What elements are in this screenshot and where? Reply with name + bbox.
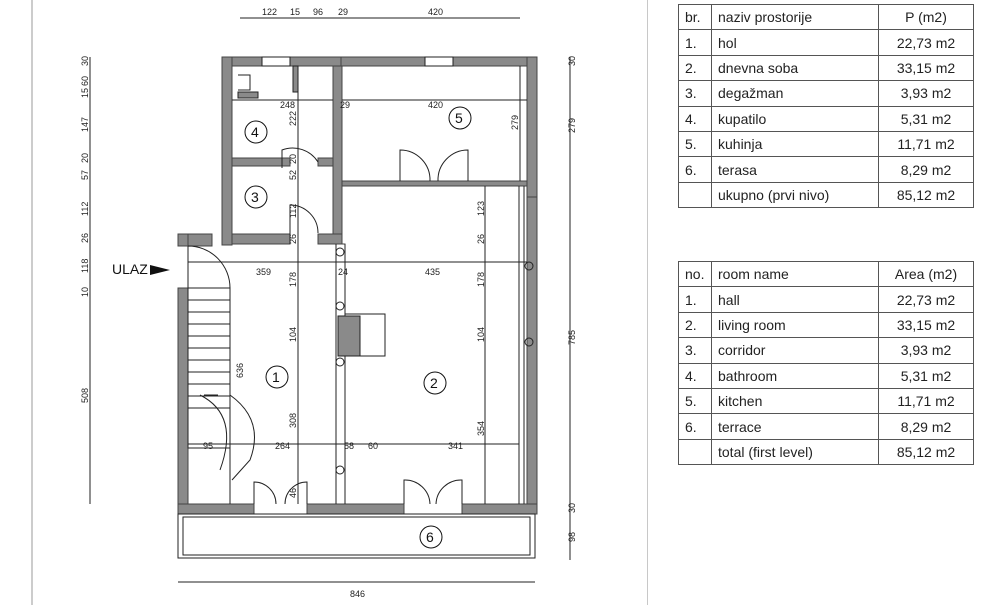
dim-top-5: 420 [428, 7, 443, 17]
room-number-6: 6 [426, 529, 434, 545]
dim-left-11: 508 [80, 388, 90, 403]
svg-text:279: 279 [510, 115, 520, 130]
svg-text:359: 359 [256, 267, 271, 277]
dims-left: 30 15 60 147 57 20 112 26 118 10 508 [80, 56, 90, 403]
svg-text:341: 341 [448, 441, 463, 451]
svg-text:420: 420 [428, 100, 443, 110]
dim-left-6: 20 [80, 153, 90, 163]
entrance-label: ULAZ [112, 261, 148, 277]
dim-left-2: 15 [80, 88, 90, 98]
dim-right-3: 785 [567, 330, 577, 345]
svg-text:222: 222 [288, 111, 298, 126]
svg-text:24: 24 [338, 267, 348, 277]
dim-left-7: 112 [80, 202, 90, 216]
dim-left-1: 30 [80, 56, 90, 66]
room-number-5: 5 [455, 110, 463, 126]
dim-left-5: 57 [80, 170, 90, 180]
header-name: naziv prostorije [711, 3, 879, 31]
svg-text:95: 95 [203, 441, 213, 451]
svg-text:354: 354 [476, 421, 486, 436]
dim-left-8: 26 [80, 233, 90, 243]
svg-text:52: 52 [288, 170, 298, 180]
dim-right-5: 98 [567, 532, 577, 542]
entrance-arrow-icon [150, 265, 170, 275]
dim-top-2: 15 [290, 7, 300, 17]
svg-text:636: 636 [235, 363, 245, 378]
table-header-row: no. room name Area (m2) [678, 260, 974, 288]
svg-text:104: 104 [288, 327, 298, 342]
header-name: room name [711, 260, 879, 288]
svg-text:104: 104 [476, 327, 486, 342]
svg-text:123: 123 [476, 201, 486, 216]
dim-right-1: 30 [567, 56, 577, 66]
table-header-row: br. naziv prostorije P (m2) [678, 3, 974, 31]
dim-left-10: 10 [80, 287, 90, 297]
thin-lines [89, 17, 571, 583]
svg-text:178: 178 [476, 272, 486, 287]
svg-text:60: 60 [368, 441, 378, 451]
svg-text:26: 26 [476, 234, 486, 244]
svg-text:26: 26 [288, 234, 298, 244]
svg-text:46: 46 [288, 488, 298, 498]
room-number-1: 1 [272, 369, 280, 385]
dim-top-1: 122 [262, 7, 277, 17]
dims-inner: 248 222 29 420 279 52 20 112 26 359 24 4… [203, 100, 520, 599]
dim-left-3: 60 [80, 76, 90, 86]
dim-right-2: 279 [567, 118, 577, 133]
dim-left-9: 118 [80, 259, 90, 273]
svg-text:29: 29 [340, 100, 350, 110]
svg-text:58: 58 [344, 441, 354, 451]
header-area: P (m2) [878, 3, 974, 31]
dim-top-4: 29 [338, 7, 348, 17]
room-markers [244, 106, 472, 549]
dim-top-3: 96 [313, 7, 323, 17]
room-number-2: 2 [430, 375, 438, 391]
svg-text:112: 112 [288, 204, 298, 218]
floor-plan: ULAZ 1 2 3 4 5 6 122 15 96 29 420 30 15 … [31, 0, 577, 605]
table-total-row: ukupno (prvi nivo)85,12 m2 [678, 181, 974, 209]
room-number-3: 3 [251, 189, 259, 205]
svg-text:308: 308 [288, 413, 298, 428]
svg-text:264: 264 [275, 441, 290, 451]
svg-text:435: 435 [425, 267, 440, 277]
svg-text:178: 178 [288, 272, 298, 287]
divider-line [647, 0, 648, 605]
header-no: no. [678, 260, 712, 288]
header-area: Area (m2) [878, 260, 974, 288]
dim-right-4: 30 [567, 503, 577, 513]
header-no: br. [678, 3, 712, 31]
dims-right: 30 279 785 30 98 [567, 56, 577, 542]
dim-bottom: 846 [350, 589, 365, 599]
svg-text:248: 248 [280, 100, 295, 110]
table-total-row: total (first level)85,12 m2 [678, 438, 974, 466]
dims-top: 122 15 96 29 420 [262, 7, 443, 17]
dim-left-4: 147 [80, 117, 90, 132]
svg-text:20: 20 [288, 154, 298, 164]
room-number-4: 4 [251, 124, 259, 140]
